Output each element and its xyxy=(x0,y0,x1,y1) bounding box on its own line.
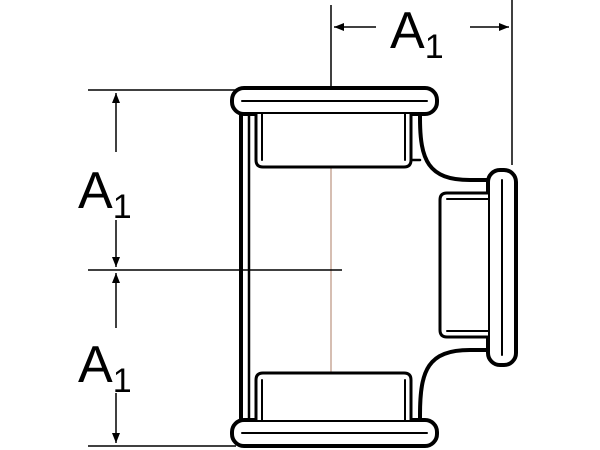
label-lower: A1 xyxy=(78,336,132,400)
label-upper: A1 xyxy=(78,162,132,226)
dimension-lines xyxy=(112,23,509,443)
label-top: A1 xyxy=(390,2,444,66)
dimension-labels: A1 A1 A1 xyxy=(78,2,444,400)
tee-body xyxy=(230,86,518,448)
side-thread xyxy=(438,191,490,339)
extension-lines xyxy=(88,0,513,447)
bottom-thread xyxy=(254,371,413,422)
top-thread xyxy=(254,112,413,169)
